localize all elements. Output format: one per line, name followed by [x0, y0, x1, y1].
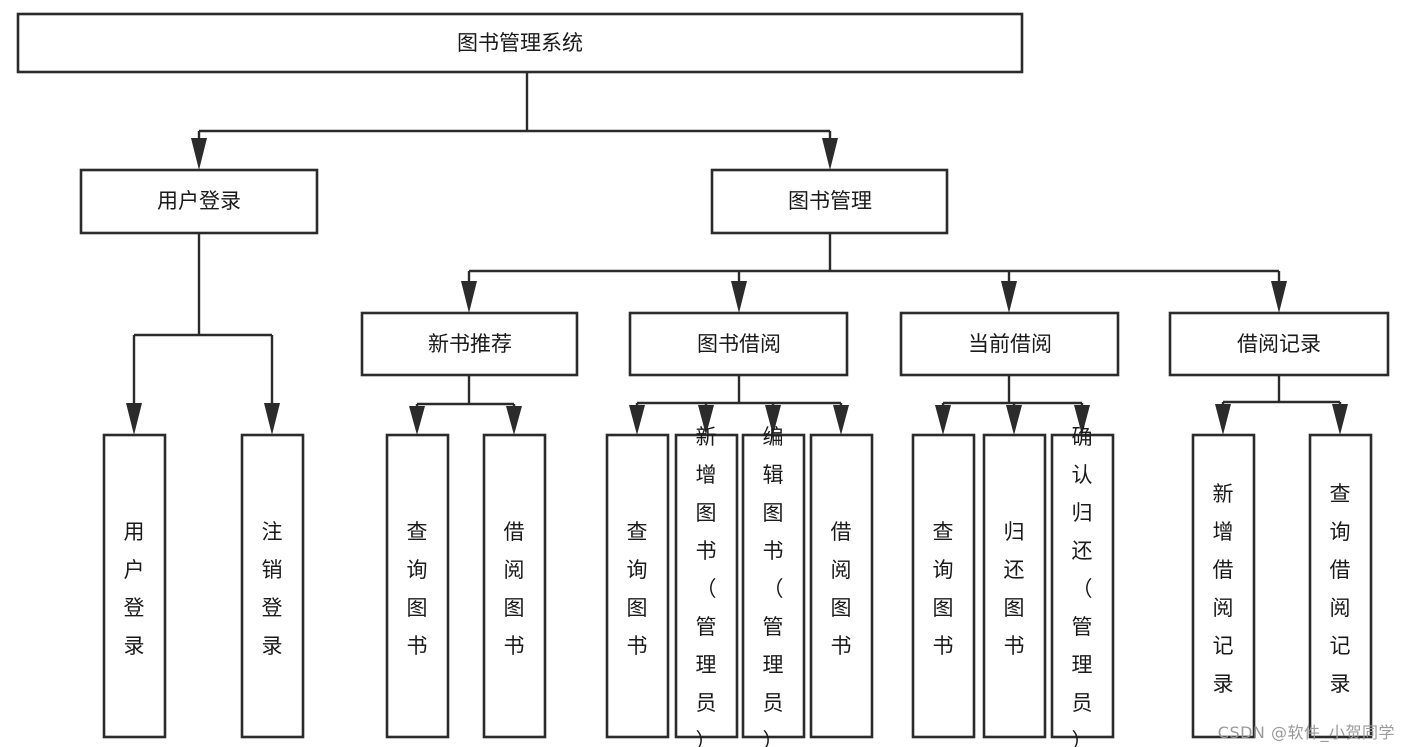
node-leaf-confirm-return-admin-box[interactable]: [1050, 433, 1115, 739]
arrow-head-leaf-borrow-book: [833, 405, 849, 435]
node-new-book-recommend[interactable]: 新书推荐: [360, 311, 579, 377]
node-leaf-query-book-borrow-label: 查询图书: [627, 520, 648, 658]
arrow-head-leaf-borrow-book-recommend: [506, 406, 522, 435]
node-root-box[interactable]: [16, 12, 1024, 74]
node-leaf-query-book-current[interactable]: 查询图书: [911, 433, 976, 739]
arrow-head-leaf-confirm-return-admin: [1074, 405, 1090, 435]
node-current-borrow[interactable]: 当前借阅: [899, 311, 1120, 377]
node-root[interactable]: 图书管理系统: [16, 12, 1024, 74]
node-user-login-box[interactable]: [79, 168, 319, 235]
node-leaf-borrow-book-recommend-box[interactable]: [482, 433, 547, 739]
node-book-management[interactable]: 图书管理: [710, 168, 949, 235]
node-leaf-add-borrow-record[interactable]: 新增借阅记录: [1191, 433, 1256, 739]
node-leaf-confirm-return-admin-label: 确认归还（管理员）: [1072, 425, 1093, 747]
connector-layer: [126, 72, 1348, 435]
node-borrow-record[interactable]: 借阅记录: [1168, 311, 1390, 377]
arrow-head-borrow-record: [1271, 281, 1287, 313]
node-root-label: 图书管理系统: [457, 31, 583, 55]
arrow-head-leaf-user-login: [126, 403, 142, 435]
arrow-head-leaf-add-book-admin: [698, 405, 714, 435]
node-leaf-borrow-book-recommend[interactable]: 借阅图书: [482, 433, 547, 739]
node-leaf-query-book-recommend[interactable]: 查询图书: [385, 433, 450, 739]
node-book-management-label: 图书管理: [788, 189, 872, 213]
node-leaf-confirm-return-admin[interactable]: 确认归还（管理员）: [1050, 425, 1115, 747]
node-leaf-return-book[interactable]: 归还图书: [982, 433, 1047, 739]
node-user-login-label: 用户登录: [157, 189, 241, 213]
node-leaf-user-login-box[interactable]: [102, 433, 167, 739]
node-layer: 图书管理系统 用户登录 图书管理 新书推荐 图书借阅: [16, 12, 1390, 747]
node-leaf-borrow-book-recommend-label: 借阅图书: [504, 520, 525, 658]
node-leaf-user-login-label: 用户登录: [124, 520, 145, 658]
node-leaf-borrow-book-box[interactable]: [809, 433, 874, 739]
arrow-head-leaf-query-book-current: [935, 405, 951, 435]
node-leaf-add-book-admin-label: 新增图书（管理员）: [696, 425, 717, 747]
node-leaf-logout-box[interactable]: [240, 433, 305, 739]
node-leaf-query-borrow-record-box[interactable]: [1308, 433, 1373, 739]
node-leaf-add-book-admin-box[interactable]: [674, 433, 739, 739]
node-leaf-edit-book-admin-label: 编辑图书（管理员）: [763, 425, 784, 747]
arrow-head-leaf-query-book-borrow: [629, 405, 645, 435]
arrow-head-current-borrow: [1001, 281, 1017, 313]
node-book-borrow[interactable]: 图书借阅: [628, 311, 849, 377]
node-new-book-recommend-label: 新书推荐: [428, 332, 512, 356]
node-leaf-borrow-book[interactable]: 借阅图书: [809, 433, 874, 739]
node-leaf-query-borrow-record[interactable]: 查询借阅记录: [1308, 433, 1373, 739]
node-leaf-edit-book-admin-box[interactable]: [741, 433, 806, 739]
node-leaf-logout-label: 注销登录: [262, 520, 283, 658]
node-leaf-query-book-current-box[interactable]: [911, 433, 976, 739]
arrow-head-book-management: [822, 138, 838, 170]
node-leaf-user-login[interactable]: 用户登录: [102, 433, 167, 739]
arrow-head-book-borrow: [731, 281, 747, 313]
node-leaf-add-book-admin[interactable]: 新增图书（管理员）: [674, 425, 739, 747]
arrow-head-leaf-return-book: [1006, 405, 1022, 435]
node-leaf-query-book-recommend-label: 查询图书: [407, 520, 428, 658]
node-book-management-box[interactable]: [710, 168, 949, 235]
arrow-head-leaf-logout: [264, 403, 280, 435]
arrow-head-new-book-recommend: [461, 281, 477, 313]
node-leaf-return-book-box[interactable]: [982, 433, 1047, 739]
arrow-head-leaf-query-borrow-record: [1332, 404, 1348, 435]
arrow-head-leaf-add-borrow-record: [1215, 404, 1231, 435]
node-current-borrow-label: 当前借阅: [968, 332, 1052, 356]
node-current-borrow-box[interactable]: [899, 311, 1120, 377]
node-user-login[interactable]: 用户登录: [79, 168, 319, 235]
node-borrow-record-label: 借阅记录: [1237, 332, 1321, 356]
node-leaf-edit-book-admin[interactable]: 编辑图书（管理员）: [741, 425, 806, 747]
node-book-borrow-label: 图书借阅: [697, 332, 781, 356]
arrow-head-user-login: [191, 138, 207, 170]
node-leaf-return-book-label: 归还图书: [1004, 520, 1025, 658]
node-leaf-add-borrow-record-label: 新增借阅记录: [1213, 482, 1234, 696]
node-leaf-query-book-borrow[interactable]: 查询图书: [605, 433, 670, 739]
node-leaf-query-book-recommend-box[interactable]: [385, 433, 450, 739]
node-book-borrow-box[interactable]: [628, 311, 849, 377]
node-borrow-record-box[interactable]: [1168, 311, 1390, 377]
node-leaf-add-borrow-record-box[interactable]: [1191, 433, 1256, 739]
node-leaf-query-book-borrow-box[interactable]: [605, 433, 670, 739]
arrow-head-leaf-edit-book-admin: [765, 405, 781, 435]
node-leaf-borrow-book-label: 借阅图书: [831, 520, 852, 658]
arrow-head-leaf-query-book-recommend: [409, 406, 425, 435]
node-new-book-recommend-box[interactable]: [360, 311, 579, 377]
node-leaf-logout[interactable]: 注销登录: [240, 433, 305, 739]
node-leaf-query-book-current-label: 查询图书: [933, 520, 954, 658]
node-leaf-query-borrow-record-label: 查询借阅记录: [1330, 482, 1351, 696]
